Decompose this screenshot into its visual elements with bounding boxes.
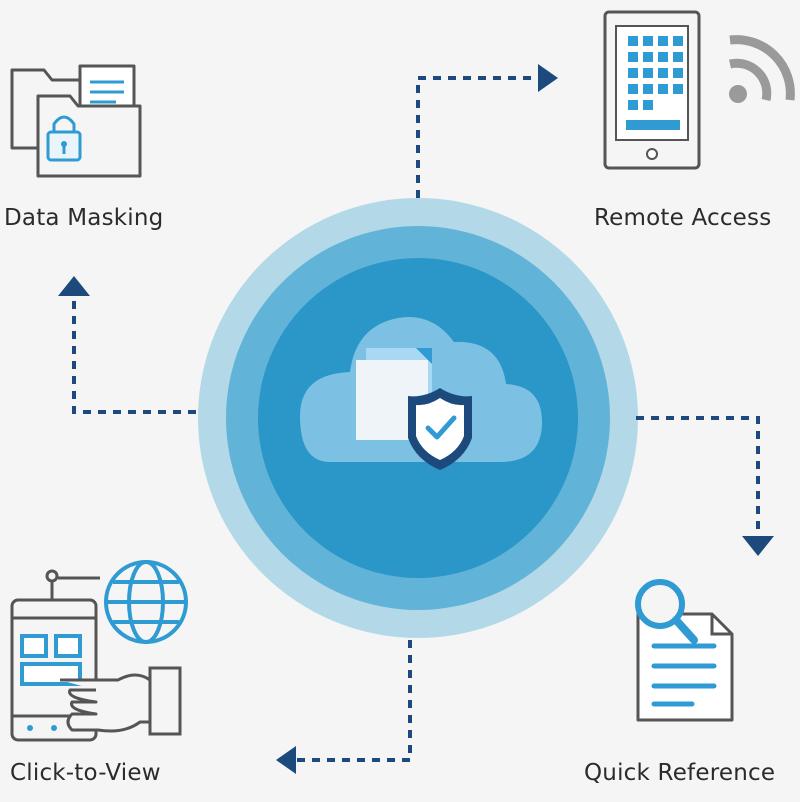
document-search-icon	[635, 579, 734, 722]
data-masking-label: Data Masking	[4, 205, 164, 231]
arrow-down-icon	[742, 536, 774, 556]
connector-remote-access	[416, 76, 538, 198]
cloud-shield-icon	[300, 317, 542, 470]
connector-quick-reference	[636, 416, 760, 536]
click-to-view-label: Click-to-View	[10, 760, 161, 786]
arrow-up-icon	[58, 276, 90, 296]
arrow-right-icon	[538, 64, 558, 92]
locked-folders-icon	[10, 64, 142, 178]
tablet-wifi-icon	[603, 10, 795, 170]
connector-click-to-view	[296, 640, 412, 762]
quick-reference-label: Quick Reference	[584, 760, 776, 786]
phone-hand-globe-icon	[10, 560, 188, 742]
connector-data-masking	[72, 300, 196, 414]
remote-access-label: Remote Access	[594, 205, 772, 231]
arrow-left-icon	[276, 746, 296, 774]
